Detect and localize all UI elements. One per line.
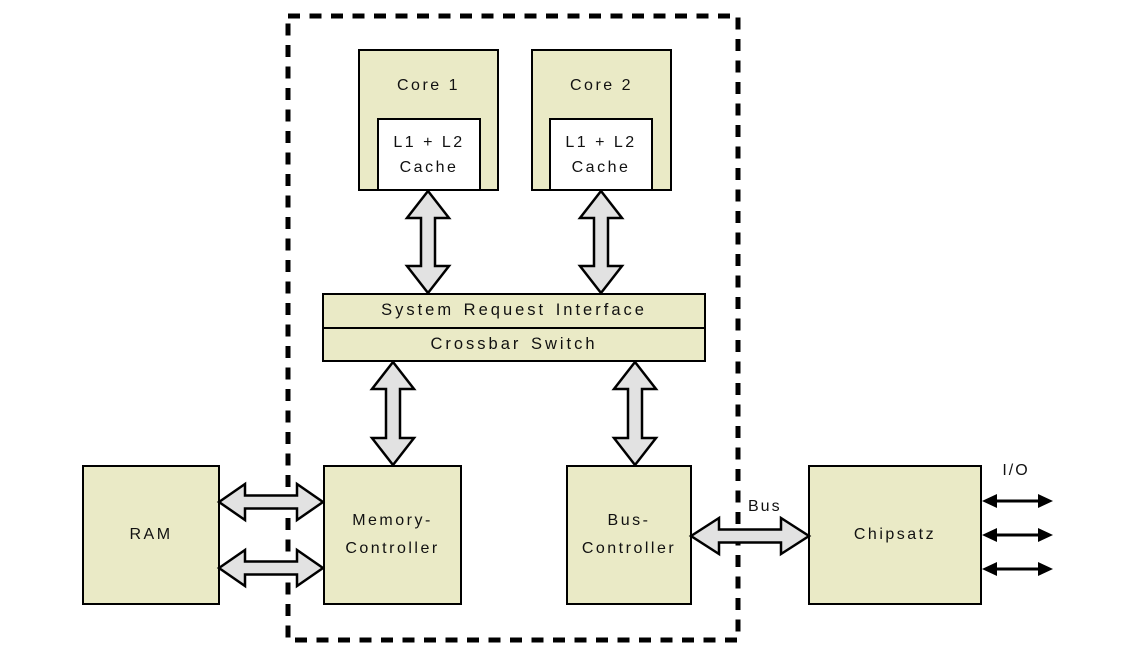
crossbar-memory-controller-arrow-icon	[369, 359, 417, 468]
core2-cache-label: L1 + L2 Cache	[565, 133, 637, 176]
crossbar-switch-label: Crossbar Switch	[430, 334, 598, 353]
cache2-sri-arrow-icon	[577, 188, 625, 296]
core1-cache-label: L1 + L2 Cache	[393, 133, 465, 176]
chipsatz-label: Chipsatz	[853, 526, 937, 543]
chipsatz-box: Chipsatz	[808, 465, 982, 605]
ram-label: RAM	[129, 526, 173, 543]
io-arrow-1-icon	[982, 494, 1053, 508]
crossbar-bus-controller-arrow-icon	[611, 359, 659, 468]
memory-controller-label: Memory- Controller	[345, 512, 440, 557]
core1-cache-box: L1 + L2 Cache	[377, 118, 481, 191]
system-request-interface-box: System Request Interface	[324, 295, 704, 329]
ram-memory-controller-arrow-top-icon	[216, 481, 326, 523]
memory-controller-box: Memory- Controller	[323, 465, 462, 605]
cache1-sri-arrow-icon	[404, 188, 452, 296]
system-request-interface-label: System Request Interface	[381, 301, 647, 320]
bus-arrow-icon	[688, 515, 812, 557]
bus-controller-label: Bus- Controller	[581, 512, 677, 557]
crossbar-switch-box: Crossbar Switch	[324, 329, 704, 361]
bus-label: Bus	[748, 498, 782, 515]
core1-label: Core 1	[396, 77, 461, 94]
ram-box: RAM	[82, 465, 220, 605]
io-arrow-2-icon	[982, 528, 1053, 542]
io-arrow-3-icon	[982, 562, 1053, 576]
ram-memory-controller-arrow-bottom-icon	[216, 547, 326, 589]
core2-label: Core 2	[569, 77, 634, 94]
interface-stack: System Request Interface Crossbar Switch	[322, 293, 706, 362]
io-label: I/O	[1002, 462, 1030, 479]
cpu-die-dashed-boundary	[285, 13, 741, 643]
bus-controller-box: Bus- Controller	[566, 465, 692, 605]
